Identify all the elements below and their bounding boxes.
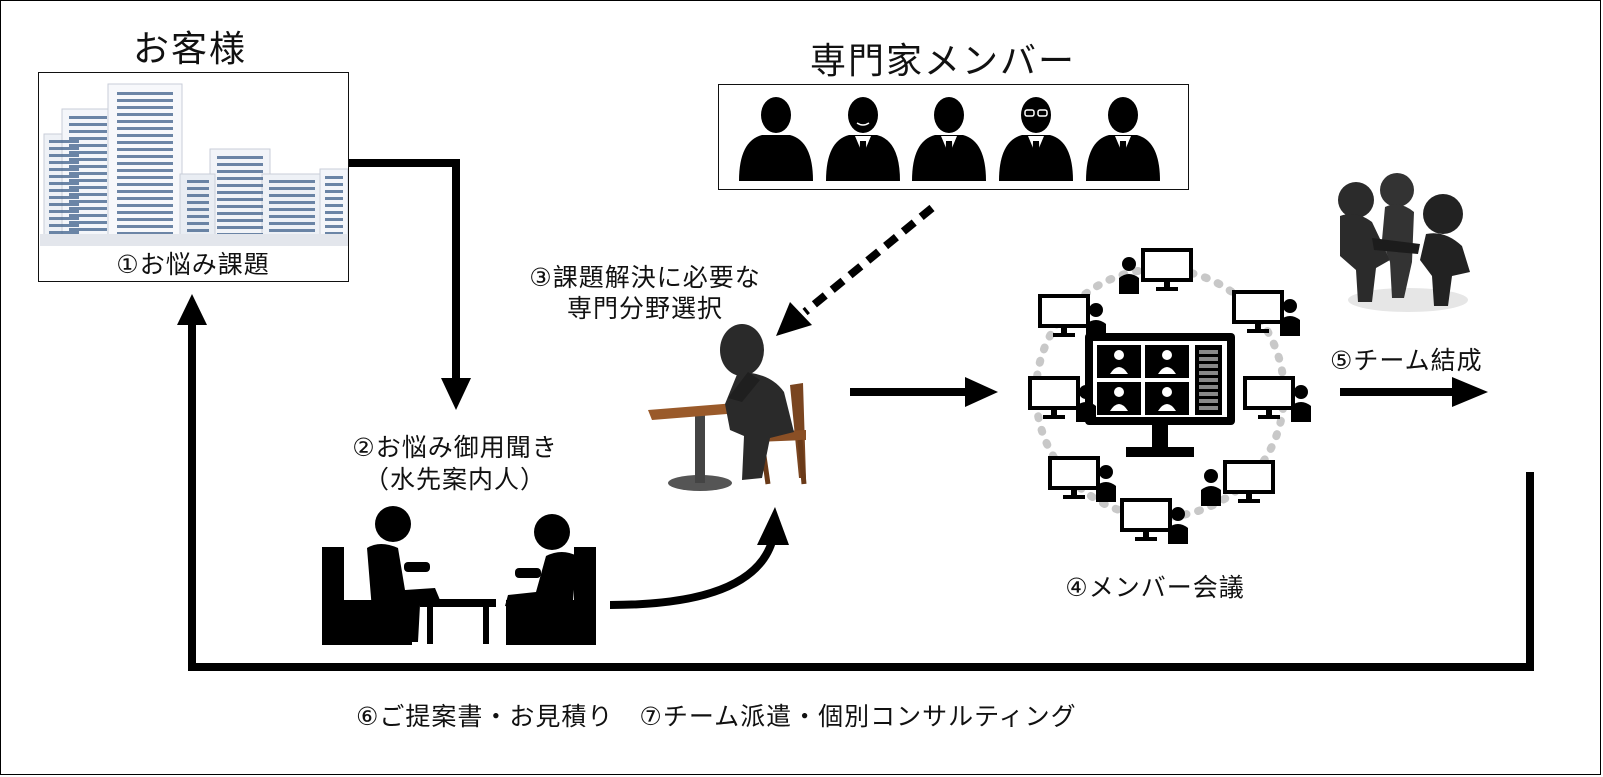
arrow-head-right-1: [965, 377, 998, 407]
arrow-return-loop: [188, 325, 1534, 671]
thinker-at-desk: [648, 324, 807, 491]
step2-label-line2: （水先案内人）: [363, 465, 546, 494]
expert-silhouette: [739, 97, 813, 181]
remote-member: [1038, 294, 1106, 340]
step3-label-line2: 専門分野選択: [566, 294, 723, 323]
remote-member: [1243, 376, 1311, 422]
remote-member: [1048, 456, 1116, 502]
remote-member: [1028, 376, 1096, 422]
arrow-head-dashed: [776, 302, 812, 336]
remote-member: [1119, 248, 1193, 294]
expert-silhouette: [912, 97, 986, 181]
customer-title: お客様: [133, 29, 248, 70]
step5-label: ⑤チーム結成: [1330, 346, 1483, 375]
expert-silhouette: [826, 97, 900, 181]
arrow-consult-to-select: [609, 536, 777, 609]
arrow-head-down: [441, 378, 471, 410]
arrow-head-up: [757, 507, 789, 545]
member-meeting: [1028, 248, 1311, 544]
arrow-head-return: [177, 294, 207, 325]
building-windows: [49, 92, 343, 241]
buildings-illustration: [40, 74, 348, 246]
expert-silhouette: [999, 97, 1073, 181]
remote-member: [1232, 290, 1300, 336]
customer-caption: ①お悩み課題: [116, 250, 270, 279]
step2-label-line1: ②お悩み御用聞き: [352, 433, 558, 462]
customer-box: ①お悩み課題: [38, 72, 349, 282]
consultation-scene: [322, 506, 596, 645]
arrow-head-right-2: [1452, 377, 1488, 407]
step3-label-line1: ③課題解決に必要な: [529, 263, 761, 292]
experts-box: [718, 84, 1189, 190]
remote-member: [1201, 460, 1275, 506]
footer-label: ⑥ご提案書・お見積り ⑦チーム派遣・個別コンサルティング: [356, 702, 1077, 731]
expert-silhouettes: [739, 97, 1160, 181]
team-huddle: [1338, 173, 1470, 312]
expert-silhouette: [1086, 97, 1160, 181]
arrow-customer-to-consult: [349, 159, 460, 380]
experts-title: 専門家メンバー: [810, 41, 1077, 82]
remote-member: [1120, 498, 1188, 544]
step4-label: ④メンバー会議: [1065, 573, 1245, 602]
arrow-experts-dashed: [802, 204, 935, 316]
